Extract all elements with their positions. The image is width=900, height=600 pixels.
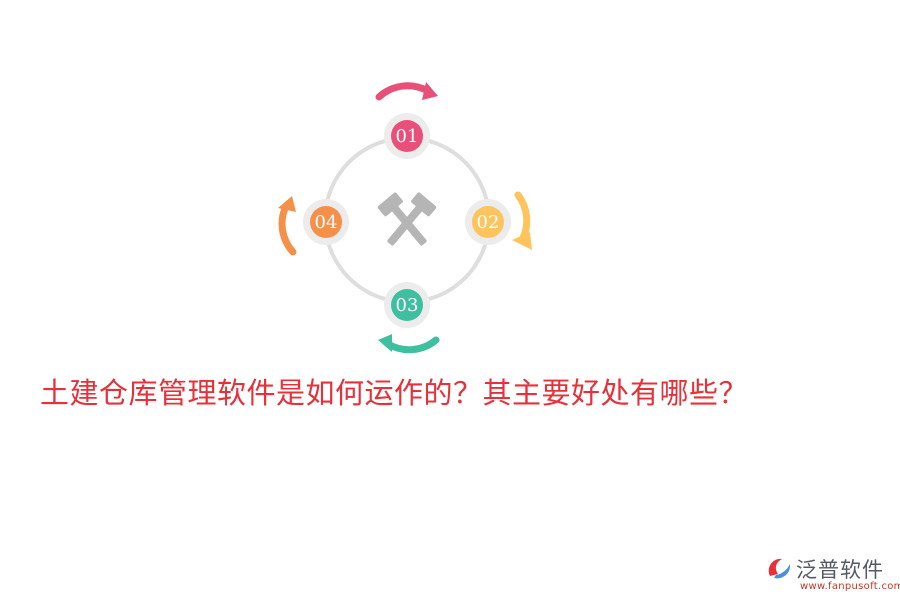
node-03-label: 03 <box>396 295 419 316</box>
arrow-arc-left <box>278 196 297 256</box>
cycle-node-01: 01 <box>384 113 430 159</box>
node-01-label: 01 <box>396 126 419 147</box>
node-02-label: 02 <box>477 212 500 233</box>
arrow-arc-right <box>512 191 532 250</box>
crossed-hammers-icon <box>377 192 437 246</box>
cycle-node-03: 03 <box>384 282 430 328</box>
node-02-dot <box>472 206 504 238</box>
brand-mark-icon <box>768 558 791 579</box>
cycle-node-02: 02 <box>465 199 511 245</box>
arrow-arc-top <box>375 82 438 101</box>
node-01-dot <box>391 120 423 152</box>
node-04-label: 04 <box>315 212 338 233</box>
node-03-dot <box>391 289 423 321</box>
page-title: 土建仓库管理软件是如何运作的？其主要好处有哪些？ <box>40 376 749 410</box>
node-04-dot <box>310 206 342 238</box>
arrow-arc-bottom <box>378 334 440 354</box>
brand-url: www.fanpusoft.com <box>800 581 900 592</box>
cycle-node-04: 04 <box>303 199 349 245</box>
brand-logo: 泛普软件 www.fanpusoft.com <box>764 552 900 598</box>
brand-name: 泛普软件 <box>796 558 884 582</box>
